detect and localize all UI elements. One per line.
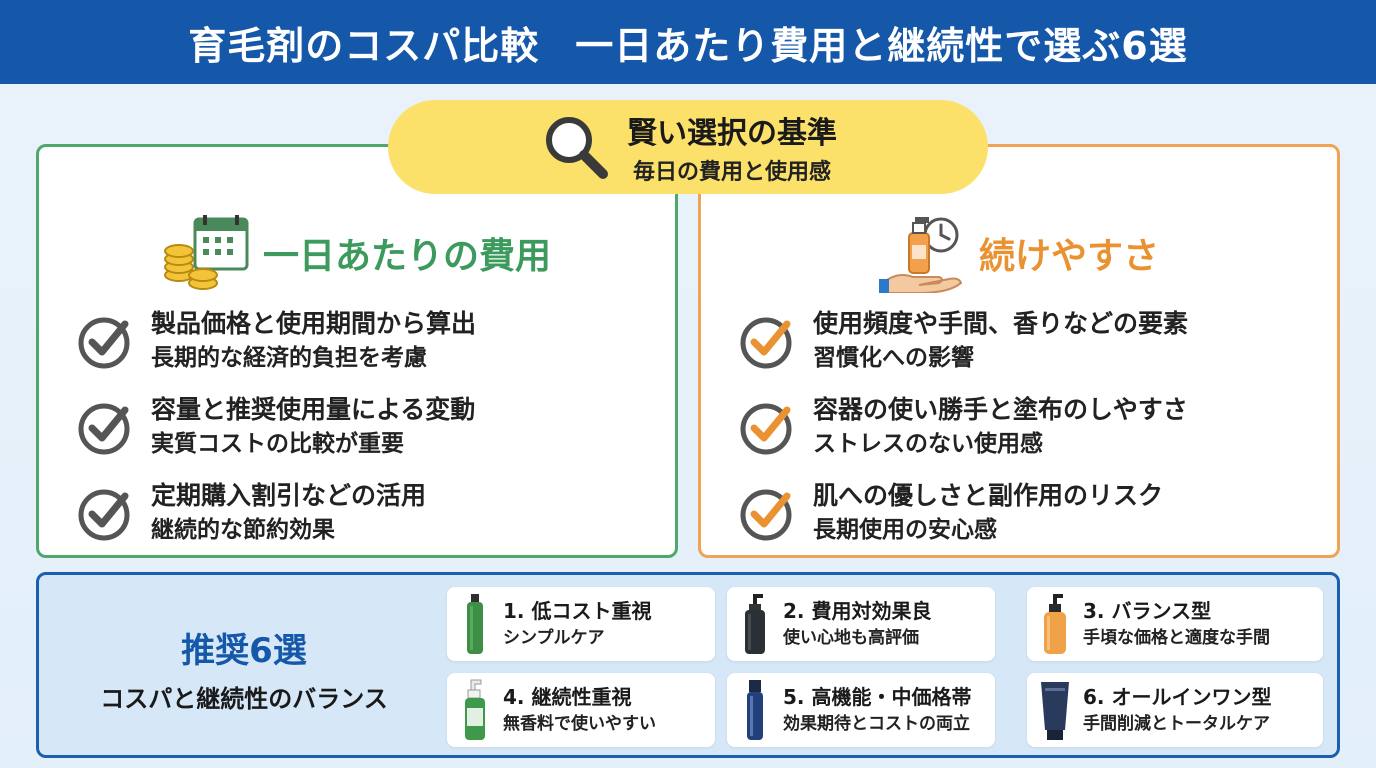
recommend-title: 推奨6選: [181, 631, 307, 671]
check-circle-icon: [740, 317, 792, 369]
check-circle-icon: [740, 403, 792, 455]
badge-subtitle: 毎日の費用と使用感: [632, 160, 831, 185]
product-card-1[interactable]: 1. 低コスト重視 シンプルケア: [447, 587, 715, 661]
hand-bottle-clock-icon: [878, 217, 963, 293]
product-card-5[interactable]: 5. 高機能・中価格帯 効果期待とコストの両立: [727, 673, 995, 747]
check-circle-icon: [740, 489, 792, 541]
amber-pump-bottle-icon: [1044, 594, 1066, 654]
navy-tube-icon: [1041, 682, 1069, 740]
list-item: 使用頻度や手間、香りなどの要素 習慣化への影響: [739, 307, 1188, 375]
ease-panel-title: 続けやすさ: [978, 236, 1159, 277]
green-dropper-bottle-icon: [465, 679, 485, 740]
list-item: 肌への優しさと副作用のリスク 長期使用の安心感: [739, 479, 1163, 547]
cost-panel-title: 一日あたりの費用: [262, 236, 551, 277]
criteria-badge: 賢い選択の基準 毎日の費用と使用感: [388, 100, 988, 194]
black-dropper-bottle-icon: [745, 594, 765, 654]
page-header: 育毛剤のコスパ比較 一日あたり費用と継続性で選ぶ6選: [0, 0, 1376, 84]
recommend-subtitle: コスパと継続性のバランス: [100, 685, 388, 713]
navy-serum-bottle-icon: [747, 680, 763, 740]
product-card-2[interactable]: 2. 費用対効果良 使い心地も高評価: [727, 587, 995, 661]
coins-calendar-icon: [163, 215, 249, 290]
green-bottle-icon: [467, 594, 483, 654]
product-card-6[interactable]: 6. オールインワン型 手間削減とトータルケア: [1027, 673, 1323, 747]
list-item: 製品価格と使用期間から算出 長期的な経済的負担を考慮: [77, 307, 476, 375]
list-item: 容器の使い勝手と塗布のしやすさ ストレスのない使用感: [739, 393, 1188, 461]
magnifier-icon: [546, 117, 608, 179]
badge-title: 賢い選択の基準: [627, 116, 837, 151]
page-title-part2: 一日あたり費用と継続性で選ぶ6選: [575, 23, 1188, 68]
ease-panel: 続けやすさ 使用頻度や手間、香りなどの要素 習慣化への影響 容器の使い勝手と塗布…: [698, 144, 1340, 558]
check-circle-icon: [78, 489, 130, 541]
recommend-section: 推奨6選 コスパと継続性のバランス 1. 低コスト重視 シンプルケア 2. 費用…: [36, 572, 1340, 758]
product-card-4[interactable]: 4. 継続性重視 無香料で使いやすい: [447, 673, 715, 747]
check-circle-icon: [78, 317, 130, 369]
list-item: 容量と推奨使用量による変動 実質コストの比較が重要: [77, 393, 475, 461]
list-item: 定期購入割引などの活用 継続的な節約効果: [77, 479, 426, 547]
cost-panel: 一日あたりの費用 製品価格と使用期間から算出 長期的な経済的負担を考慮 容量と推…: [36, 144, 678, 558]
page-title-part1: 育毛剤のコスパ比較: [188, 23, 540, 68]
product-card-3[interactable]: 3. バランス型 手頃な価格と適度な手間: [1027, 587, 1323, 661]
check-circle-icon: [78, 403, 130, 455]
